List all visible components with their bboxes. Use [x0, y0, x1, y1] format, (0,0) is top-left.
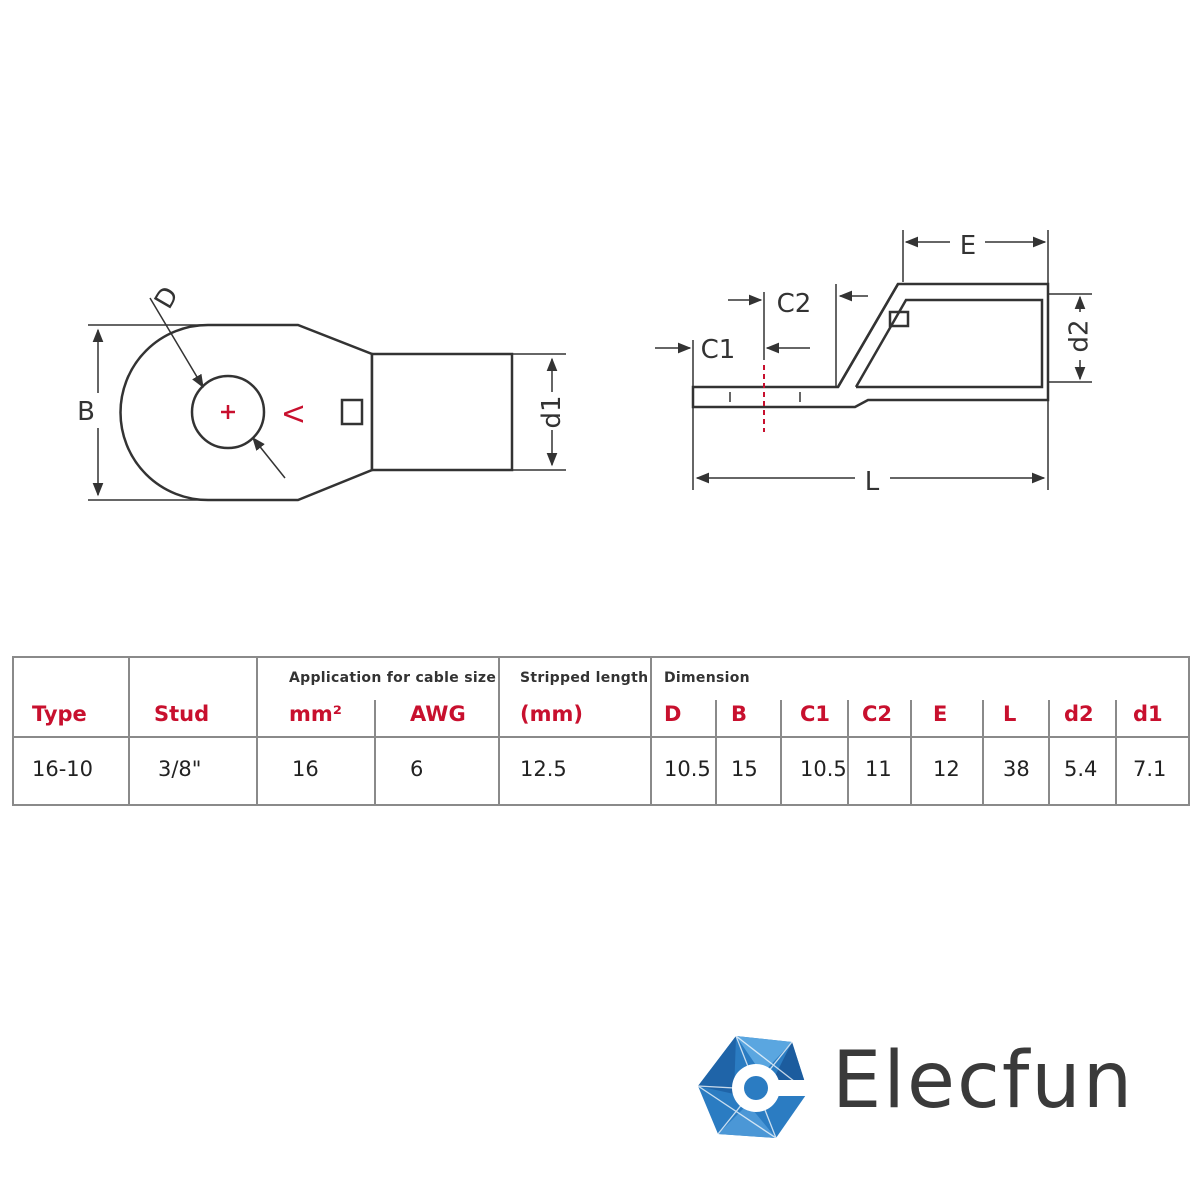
- table-border-top: [12, 656, 1190, 658]
- vline-sub: [910, 700, 912, 806]
- table-border-bottom: [12, 804, 1190, 806]
- inspection-window: [340, 398, 364, 426]
- cell-d1: 7.1: [1133, 757, 1167, 781]
- side-profile: [691, 282, 1050, 409]
- cell-mm2: 16: [292, 757, 319, 781]
- vline: [650, 656, 652, 806]
- col-header-e: E: [933, 702, 948, 726]
- technical-drawing: B D V d1 C1 C2: [77, 230, 1095, 502]
- cell-awg: 6: [410, 757, 424, 781]
- col-header-d2: d2: [1064, 702, 1094, 726]
- label-c1: C1: [701, 335, 736, 365]
- header-dimension: Dimension: [664, 670, 750, 686]
- label-d2: d2: [1065, 319, 1095, 352]
- side-inspection-window: [888, 310, 910, 328]
- col-header-l: L: [1003, 702, 1017, 726]
- center-mark: [221, 405, 235, 419]
- cell-c2: 11: [865, 757, 892, 781]
- vline-sub: [780, 700, 782, 806]
- col-header-c1: C1: [800, 702, 831, 726]
- header-application: Application for cable size: [289, 670, 497, 686]
- cell-type: 16-10: [32, 757, 94, 781]
- d-leader-in: [149, 297, 204, 389]
- cell-l: 38: [1003, 757, 1030, 781]
- label-c2: C2: [777, 289, 812, 319]
- cell-stripped: 12.5: [520, 757, 567, 781]
- cell-stud: 3/8": [158, 757, 202, 781]
- label-b: B: [77, 397, 95, 427]
- table-row-divider: [12, 736, 1190, 738]
- vline: [12, 656, 14, 806]
- vline-sub: [847, 700, 849, 806]
- vline: [128, 656, 130, 806]
- col-header-mm2: mm²: [289, 702, 342, 726]
- header-stripped: Stripped length: [520, 670, 649, 686]
- vline: [256, 656, 258, 806]
- side-view: [691, 282, 1050, 409]
- vline: [1188, 656, 1190, 806]
- col-header-mm: (mm): [520, 702, 583, 726]
- col-header-type: Type: [32, 702, 87, 726]
- brand-logo-icon: [697, 1035, 809, 1139]
- vline: [498, 656, 500, 806]
- label-e: E: [960, 231, 976, 261]
- cell-c1: 10.5: [800, 757, 847, 781]
- front-view: [119, 323, 514, 502]
- vline-sub: [374, 700, 376, 806]
- vline-sub: [1048, 700, 1050, 806]
- col-header-stud: Stud: [154, 702, 210, 726]
- label-l: L: [865, 467, 880, 497]
- label-d: D: [149, 282, 185, 314]
- col-header-d: D: [664, 702, 682, 726]
- cell-b: 15: [731, 757, 758, 781]
- vline-sub: [1115, 700, 1117, 806]
- col-header-c2: C2: [862, 702, 893, 726]
- d-leader-out: [252, 436, 286, 479]
- brand-name: Elecfun: [832, 1036, 1135, 1126]
- vline-sub: [982, 700, 984, 806]
- side-barrel-inner: [836, 283, 1044, 389]
- cell-e: 12: [933, 757, 960, 781]
- cell-d2: 5.4: [1064, 757, 1098, 781]
- barrel: [370, 352, 514, 472]
- col-header-awg: AWG: [410, 702, 466, 726]
- label-d1: d1: [537, 395, 567, 428]
- col-header-b: B: [731, 702, 748, 726]
- vline-sub: [715, 700, 717, 806]
- col-header-d1: d1: [1133, 702, 1163, 726]
- label-v: V: [277, 405, 307, 423]
- cell-d: 10.5: [664, 757, 711, 781]
